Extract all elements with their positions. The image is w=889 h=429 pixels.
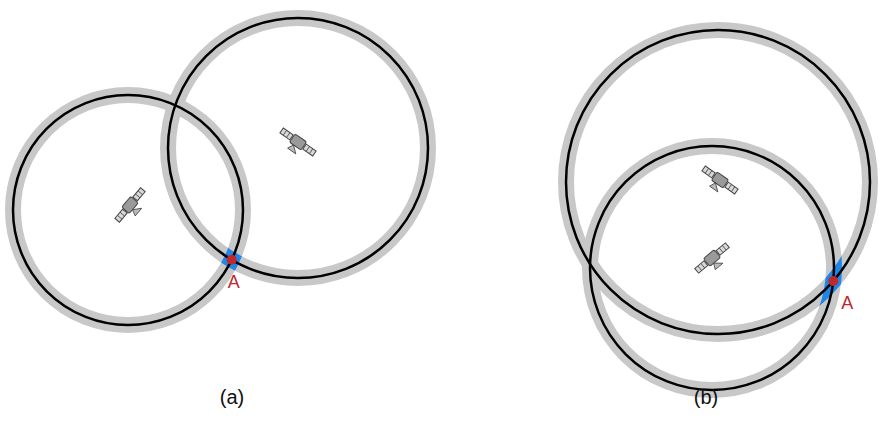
panel-caption: (a) bbox=[220, 387, 244, 407]
panel-caption: (b) bbox=[694, 387, 718, 407]
panel-a bbox=[13, 18, 428, 325]
panel-b bbox=[566, 30, 870, 390]
point-label: A bbox=[228, 273, 240, 291]
point-label: A bbox=[841, 294, 853, 312]
